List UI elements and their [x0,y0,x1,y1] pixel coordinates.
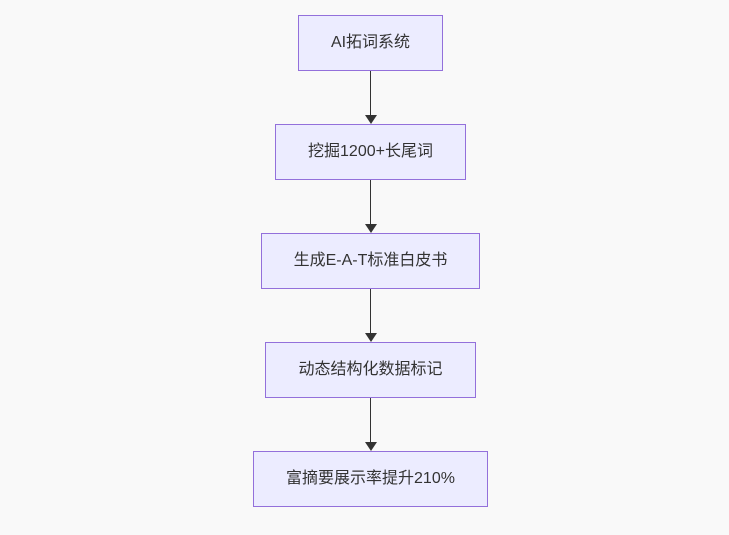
flow-edge-3 [364,289,377,342]
edge-line [369,71,372,115]
edge-line [369,180,372,224]
flow-node-structured-data-markup: 动态结构化数据标记 [265,342,476,398]
flow-node-label: 富摘要展示率提升210% [286,470,455,487]
flowchart-canvas: AI拓词系统 挖掘1200+长尾词 生成E-A-T标准白皮书 动态结构化数据标记… [6,0,729,535]
arrow-down-icon [364,442,377,451]
flow-node-eat-whitepaper: 生成E-A-T标准白皮书 [260,233,481,289]
edge-line [369,398,372,442]
flow-node-longtail-mining: 挖掘1200+长尾词 [275,124,466,180]
flow-node-rich-snippet-result: 富摘要展示率提升210% [253,451,488,507]
flow-edge-2 [364,180,377,233]
arrow-down-icon [364,115,377,124]
flow-node-label: 动态结构化数据标记 [298,361,443,378]
flow-edge-4 [364,398,377,451]
flow-node-label: 挖掘1200+长尾词 [308,143,433,160]
flow-node-label: 生成E-A-T标准白皮书 [293,252,448,269]
flow-edge-1 [364,71,377,124]
arrow-down-icon [364,224,377,233]
flow-node-label: AI拓词系统 [330,34,411,51]
edge-line [369,289,372,333]
arrow-down-icon [364,333,377,342]
flow-node-ai-word-system: AI拓词系统 [297,15,444,71]
